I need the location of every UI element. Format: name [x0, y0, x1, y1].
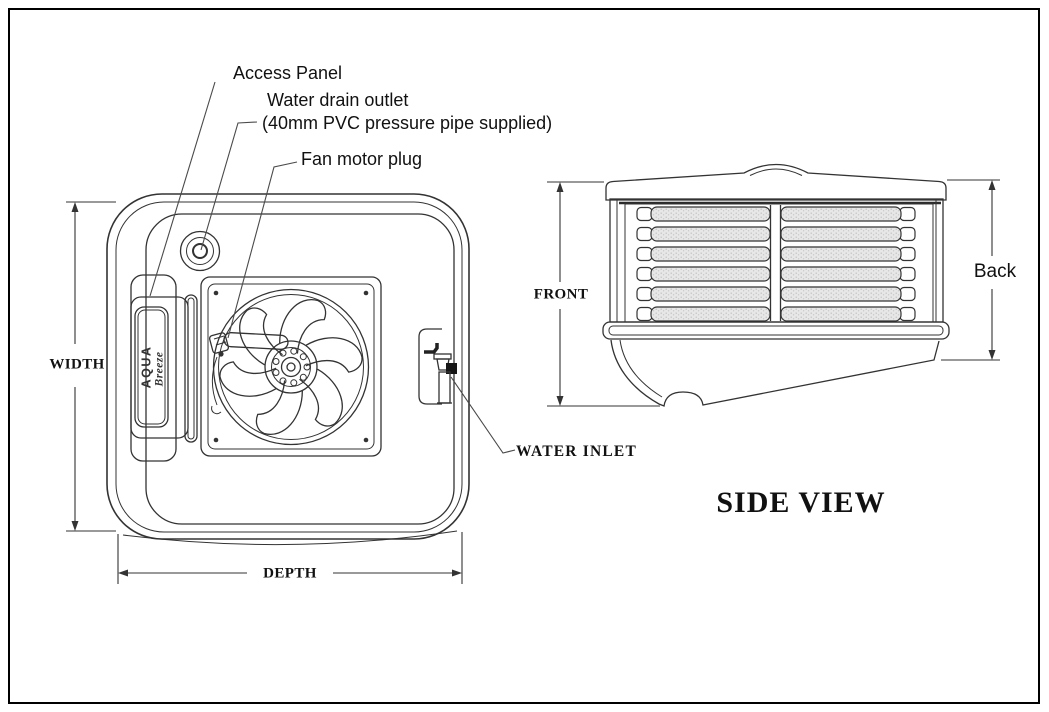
water-drain-label-line2: (40mm PVC pressure pipe supplied): [262, 113, 553, 133]
water-drain-leader: [200, 121, 258, 251]
side-view-drawing: [547, 163, 1000, 407]
inlet-block: [446, 363, 457, 374]
fan-blades: [215, 290, 367, 444]
width-dimension: [66, 201, 116, 532]
depth-dimension: [117, 532, 463, 584]
back-dimension-label: Back: [973, 261, 1017, 282]
fan-plug-leader: [227, 161, 298, 339]
hub-bearing-dots: [272, 347, 311, 387]
access-panel-shape: AQUA Breeze: [130, 274, 198, 462]
top-cap: [605, 163, 947, 205]
front-dimension-label: FRONT: [533, 286, 589, 303]
callout-leader-lines: [149, 81, 516, 454]
access-panel-leader: [149, 81, 216, 297]
brand-breeze: Breeze: [154, 352, 166, 388]
side-view-title: SIDE VIEW: [716, 486, 886, 519]
water-inlet-label: WATER INLET: [516, 443, 638, 460]
fan-hub: [264, 340, 318, 394]
bottom-skirt: [122, 530, 458, 546]
brand-aqua: AQUA: [139, 346, 153, 389]
water-inlet-fitting: [418, 328, 457, 405]
motor-plug-icon: [208, 332, 289, 415]
width-dimension-label: WIDTH: [49, 356, 105, 373]
access-panel-label: Access Panel: [233, 63, 343, 83]
water-inlet-leader: [450, 376, 516, 454]
fan-motor-plug-label: Fan motor plug: [301, 149, 423, 169]
fan-mount-plate: [200, 276, 382, 457]
water-drain-label-line1: Water drain outlet: [267, 90, 409, 110]
bottom-tray: [602, 321, 950, 407]
depth-dimension-label: DEPTH: [263, 565, 317, 582]
back-dimension: [941, 179, 1000, 361]
panel-slot: [184, 294, 198, 443]
bottom-view-drawing: AQUA Breeze: [66, 81, 516, 584]
louver-grille: [609, 198, 944, 323]
louver-slats: [636, 206, 916, 322]
drain-outlet-icon: [179, 230, 221, 272]
front-dimension: [547, 181, 660, 407]
fan-assembly: [200, 276, 382, 457]
motor-wire: [212, 356, 218, 406]
